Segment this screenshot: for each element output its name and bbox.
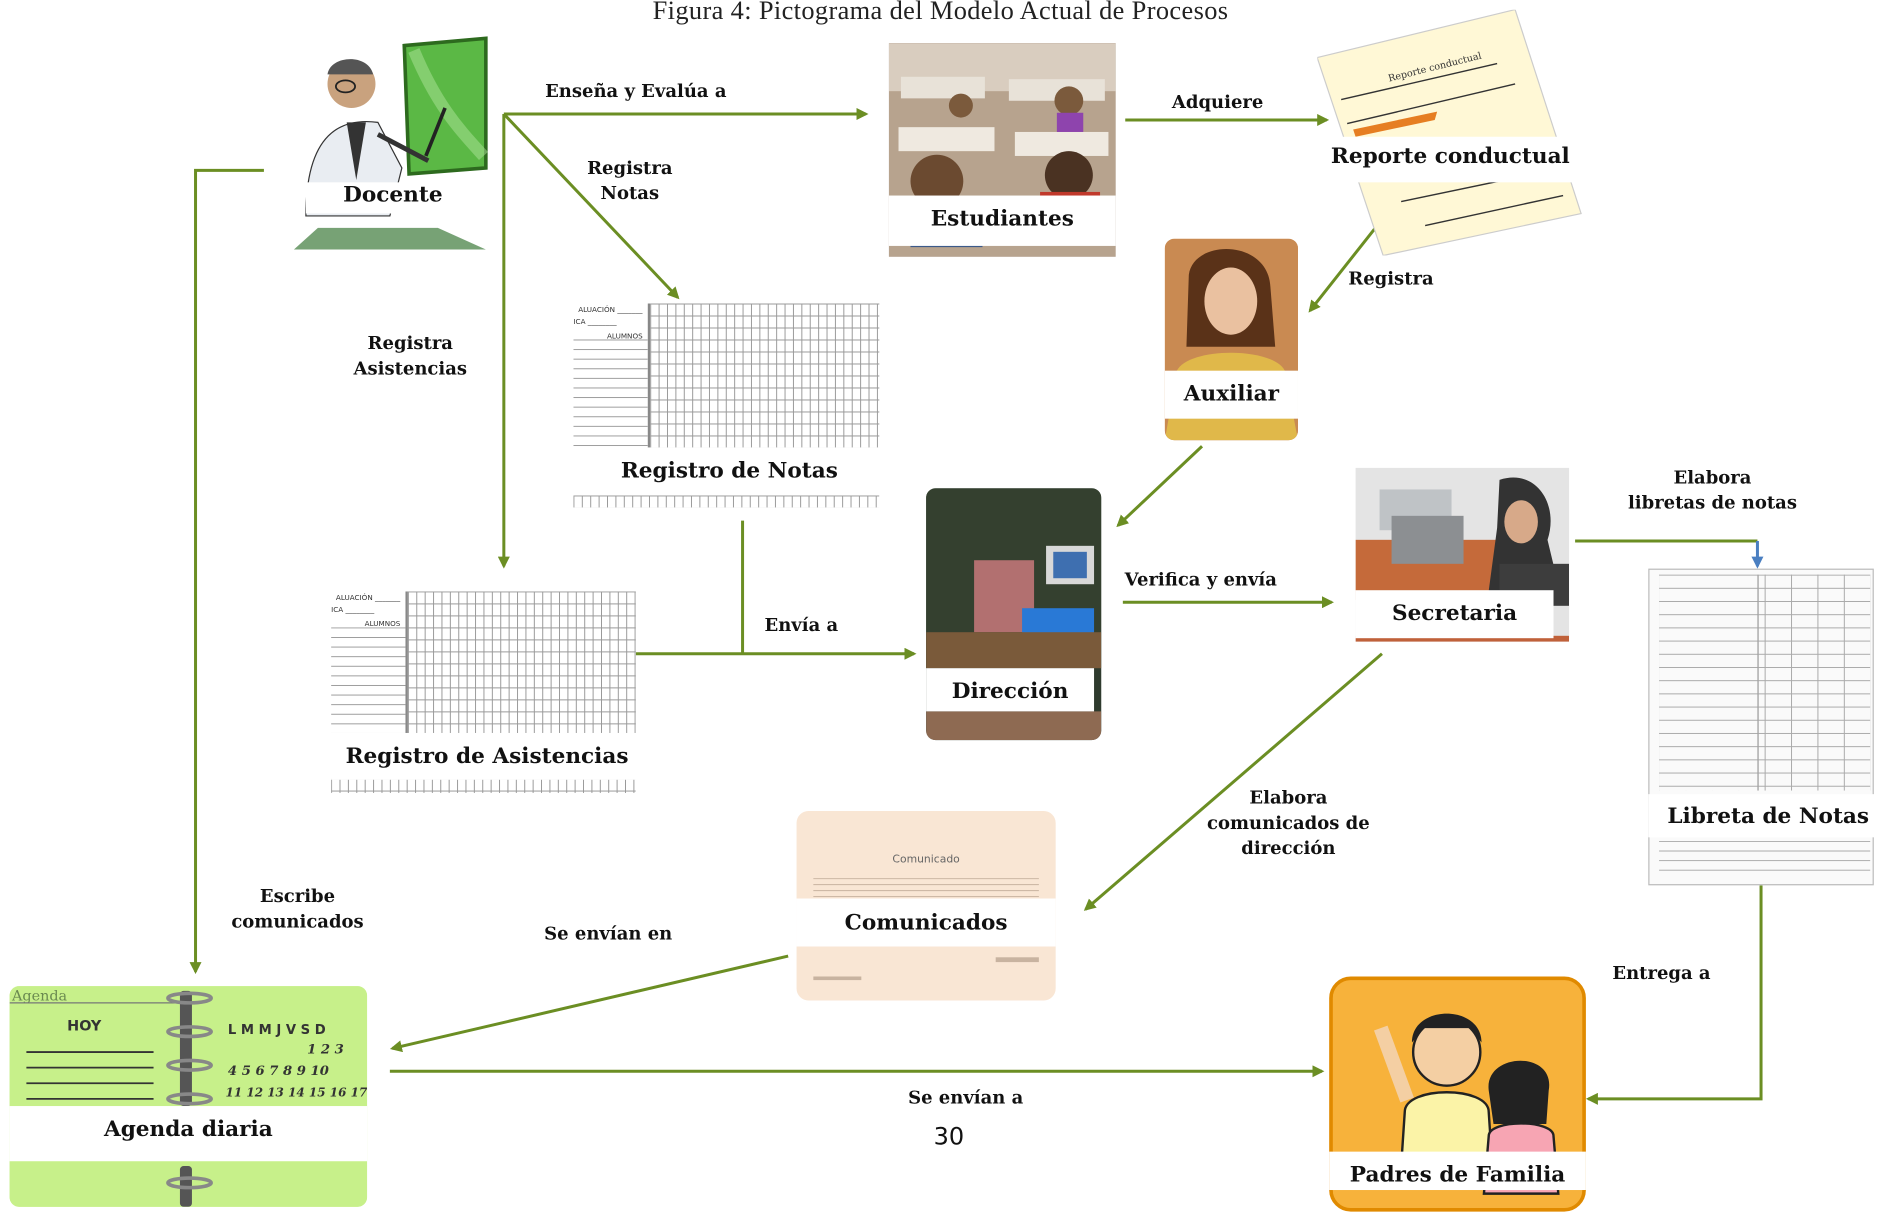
edge-label-registra-notas: Registra Notas [587,157,673,204]
page-number: 30 [933,1121,965,1151]
edge-label-entrega-a: Entrega a [1612,962,1711,984]
edge-label-elabora-comunicados: Elabora comunicados de dirección [1207,786,1370,859]
arrow-elabora-comunicados [1083,652,1383,911]
agenda-days: L M M J V S D [228,1023,326,1038]
edge-label-registra: Registra [1348,267,1434,290]
agenda-image: Agenda HOY L M M J V S D 1 2 3 4 5 6 7 8… [9,986,368,1207]
arrow-entrega-a [1585,885,1763,1105]
secretaria-label: Secretaria [1355,590,1554,639]
padres-label: Padres de Familia [1329,1151,1586,1191]
arrow-registra-notas [502,112,680,300]
edge-label-se-envian-en: Se envían en [544,922,673,945]
comunicados-label: Comunicados [796,898,1056,947]
libreta-label: Libreta de Notas [1648,794,1881,838]
comunicado-sheet-title: Comunicado [892,854,960,867]
edge-label-ensena: Enseña y Evalúa a [545,80,727,102]
direccion-label: Dirección [926,668,1095,712]
figure-title: Figura 4: Pictograma del Modelo Actual d… [652,0,1229,26]
docente-label: Docente [305,182,480,214]
registro-notas-label: Registro de Notas [573,447,886,496]
edge-label-registra-asistencias: Registra Asistencias [353,332,468,380]
edge-label-escribe: Escribe comunicados [231,885,364,933]
estudiantes-label: Estudiantes [888,195,1116,246]
agenda-row3: 11 12 13 14 15 16 17 [226,1085,368,1099]
agenda-label: Agenda diaria [9,1106,368,1162]
auxiliar-label: Auxiliar [1164,370,1298,419]
libreta-image [1648,568,1874,886]
registro-notas-image: ALUACIÓN _______ ICA ________ ALUMNOS [573,303,880,508]
edge-label-elabora-libretas: Elabora libretas de notas [1627,466,1797,514]
agenda-brand: Agenda [11,988,68,1004]
agenda-today: HOY [67,1018,102,1034]
registro-asistencias-image: ALUACIÓN _______ ICA ________ ALUMNOS [331,591,636,795]
registro-asistencias-label: Registro de Asistencias [331,734,643,780]
reporte-image: Reporte conductual [1317,9,1583,256]
edge-label-se-envian-a: Se envían a [908,1086,1024,1109]
edge-label-verifica: Verifica y envía [1124,568,1277,591]
arrow-docente-agenda [189,168,264,975]
edge-label-adquiere: Adquiere [1171,91,1264,113]
arrow-registra [1308,218,1384,313]
reporte-label: Reporte conductual [1317,136,1584,183]
edge-label-envia-a: Envía a [764,614,839,636]
arrow-se-envian-en [389,954,789,1053]
agenda-row1: 1 2 3 [307,1042,344,1057]
docente-image [293,36,488,252]
agenda-row2: 4 5 6 7 8 9 10 [228,1064,330,1079]
arrow-auxiliar-direccion [1116,445,1204,528]
